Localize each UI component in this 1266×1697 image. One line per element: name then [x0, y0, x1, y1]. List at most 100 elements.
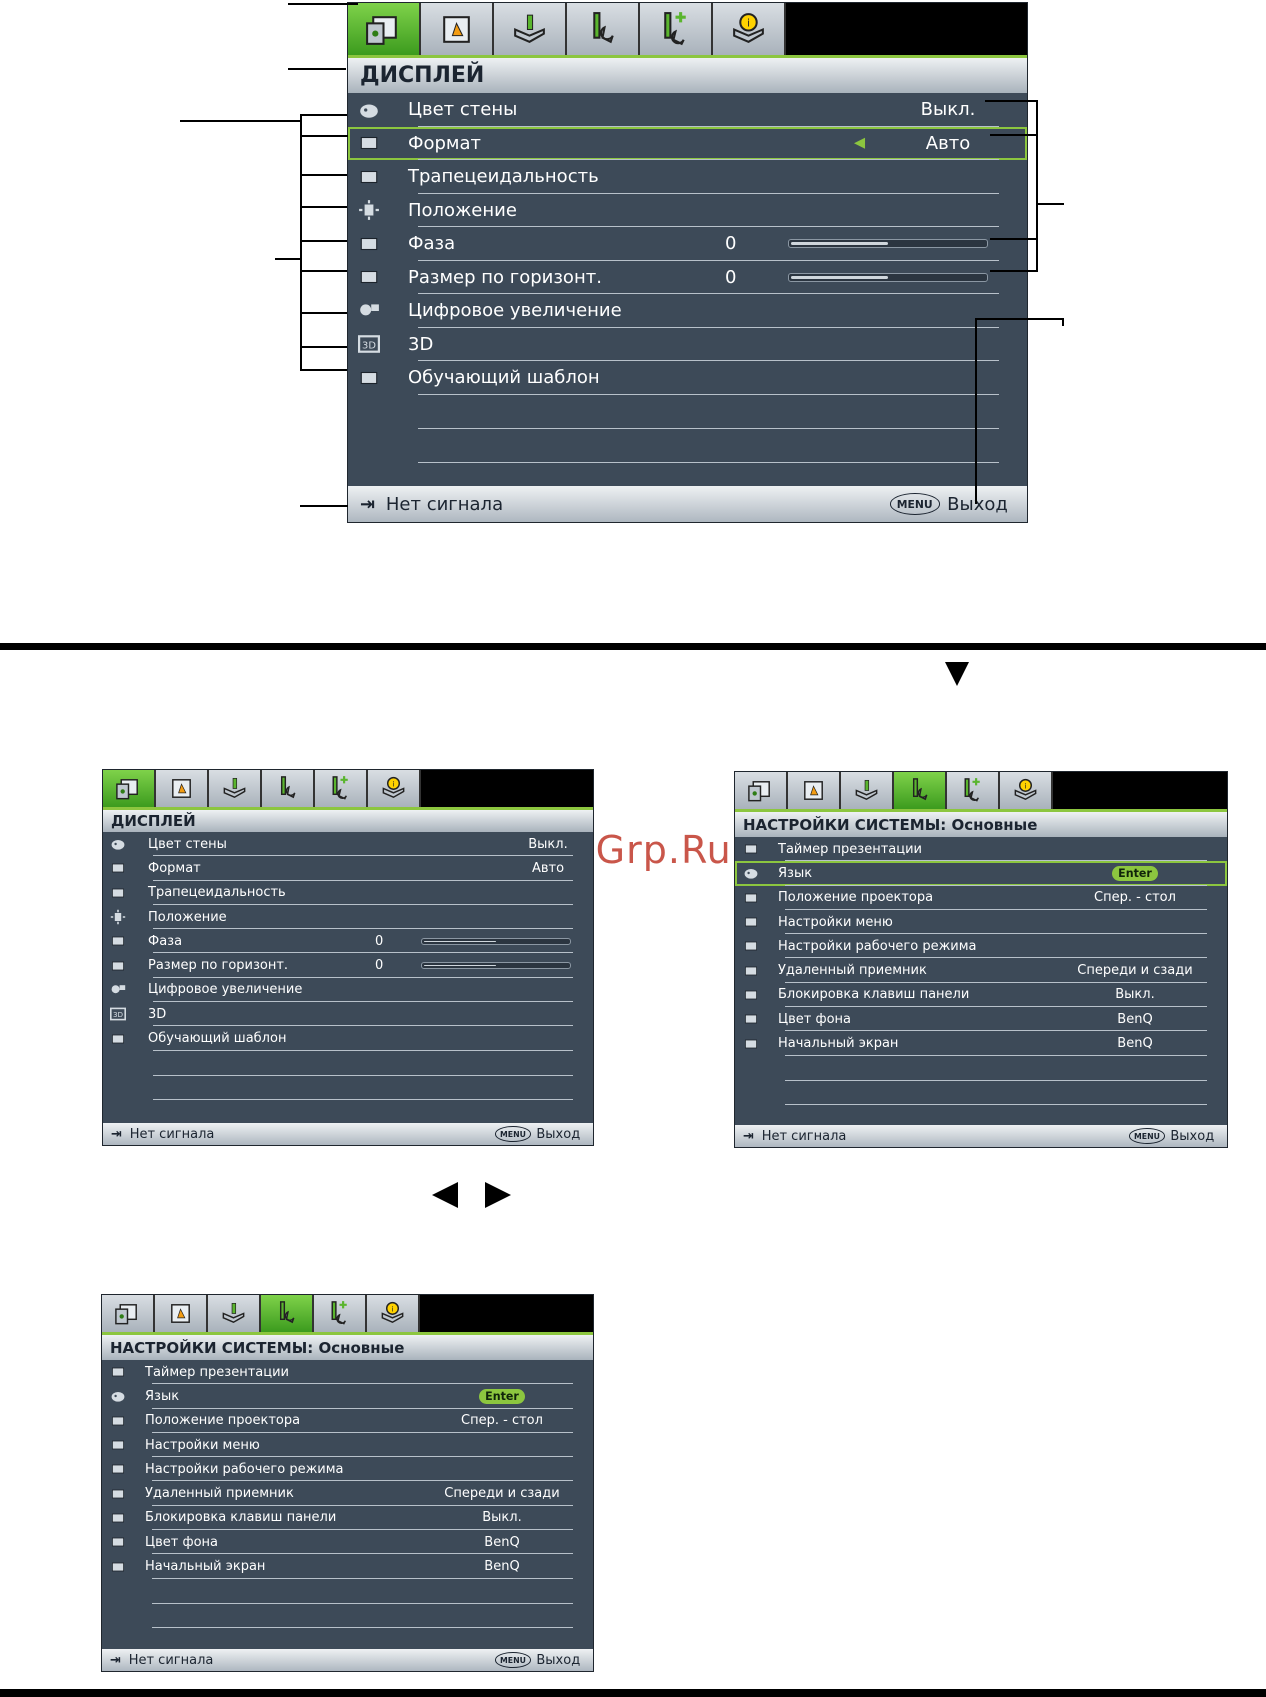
- tab-1[interactable]: [735, 772, 788, 809]
- row-divider: [152, 1431, 573, 1433]
- menu-row[interactable]: Настройки рабочего режима: [102, 1457, 593, 1482]
- tab-4[interactable]: [261, 1295, 314, 1332]
- tab-2[interactable]: [788, 772, 841, 809]
- tab-5[interactable]: [947, 772, 1000, 809]
- enter-badge[interactable]: Enter: [478, 1388, 526, 1404]
- tab-2[interactable]: [155, 1295, 208, 1332]
- arrow-left-icon[interactable]: ◀: [854, 135, 866, 152]
- system-advanced-tab-icon: [326, 774, 355, 803]
- tab-1[interactable]: [103, 770, 156, 807]
- menu-row[interactable]: Настройки меню: [735, 910, 1227, 935]
- tab-3[interactable]: [209, 770, 262, 807]
- empty-row-divider: [152, 1627, 573, 1629]
- menu-row[interactable]: Положение: [348, 194, 1027, 227]
- callout-line: [975, 318, 1062, 320]
- menu-row[interactable]: Размер по горизонт.0: [348, 261, 1027, 294]
- tab-1[interactable]: [348, 3, 421, 55]
- enter-badge[interactable]: Enter: [1111, 865, 1159, 881]
- tab-4[interactable]: [262, 770, 315, 807]
- input-source-icon: ⇥: [110, 1652, 121, 1668]
- slider-bar[interactable]: [788, 272, 988, 282]
- tab-5[interactable]: [315, 770, 368, 807]
- tab-3[interactable]: [494, 3, 567, 55]
- callout-line: [1062, 318, 1064, 326]
- menu-row-label: Начальный экран: [145, 1559, 266, 1575]
- system-basic-tab-icon: [905, 776, 934, 805]
- menu-row[interactable]: Трапецеидальность: [348, 160, 1027, 194]
- row-divider: [153, 1001, 573, 1003]
- menu-row-label: Цвет стены: [148, 836, 227, 852]
- empty-row-divider: [153, 1099, 573, 1101]
- tab-6[interactable]: i: [713, 3, 786, 55]
- presentation-timer-icon: [110, 1364, 126, 1380]
- slider-bar[interactable]: [421, 937, 571, 945]
- tab-5[interactable]: [314, 1295, 367, 1332]
- tab-4[interactable]: [894, 772, 947, 809]
- tab-5[interactable]: [640, 3, 713, 55]
- tab-1[interactable]: [102, 1295, 155, 1332]
- menu-row[interactable]: Размер по горизонт.0: [103, 954, 593, 978]
- tab-6[interactable]: i: [368, 770, 421, 807]
- menu-row[interactable]: Цифровое увеличение: [348, 294, 1027, 328]
- menu-row[interactable]: Трапецеидальность: [103, 881, 593, 905]
- slider-bar[interactable]: [788, 239, 988, 249]
- menu-row[interactable]: Таймер презентации: [735, 837, 1227, 862]
- menu-row[interactable]: Настройки меню: [102, 1433, 593, 1458]
- slider-bar[interactable]: [421, 962, 571, 970]
- menu-row-value: Спереди и сзади: [444, 1486, 560, 1502]
- tab-bar: i: [102, 1295, 593, 1332]
- tab-3[interactable]: [208, 1295, 261, 1332]
- tab-2[interactable]: [156, 770, 209, 807]
- tab-2[interactable]: [421, 3, 494, 55]
- menu-row[interactable]: Цифровое увеличение: [103, 978, 593, 1003]
- menu-row[interactable]: Таймер презентации: [102, 1360, 593, 1385]
- svg-text:3D: 3D: [113, 1010, 124, 1019]
- menu-row-label: Обучающий шаблон: [408, 367, 600, 389]
- tab-4[interactable]: [567, 3, 640, 55]
- tab-6[interactable]: i: [1000, 772, 1053, 809]
- menu-row[interactable]: Цвет стены Выкл.: [103, 832, 593, 857]
- menu-row[interactable]: Положение: [103, 905, 593, 930]
- remote-receiver-icon: [743, 963, 759, 979]
- callout-line: [300, 505, 348, 507]
- language-icon: [110, 1388, 126, 1404]
- menu-row[interactable]: Обучающий шаблон: [103, 1026, 593, 1051]
- menu-row[interactable]: Обучающий шаблон: [348, 361, 1027, 395]
- callout-line: [990, 238, 1038, 240]
- information-tab-icon: i: [379, 774, 408, 803]
- menu-row-value: Выкл.: [528, 836, 568, 852]
- menu-row[interactable]: Настройки рабочего режима: [735, 934, 1227, 959]
- tab-3[interactable]: [841, 772, 894, 809]
- slider-fill: [791, 242, 888, 246]
- menu-row-label: Трапецеидальность: [408, 166, 599, 188]
- row-divider: [152, 1407, 573, 1409]
- background-color-icon: [743, 1011, 759, 1027]
- svg-text:i: i: [391, 1304, 393, 1313]
- row-divider: [152, 1480, 573, 1482]
- row-divider: [418, 259, 999, 261]
- tab-6[interactable]: i: [367, 1295, 420, 1332]
